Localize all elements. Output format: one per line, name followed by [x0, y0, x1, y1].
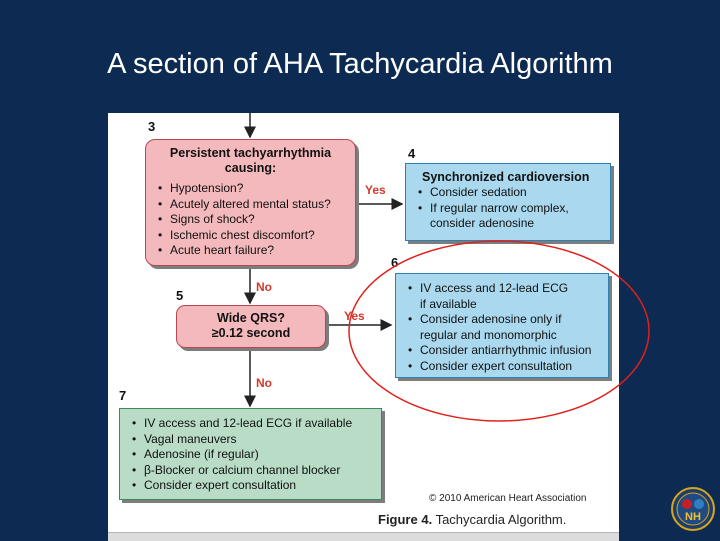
figure-caption: Figure 4. Tachycardia Algorithm.	[378, 512, 566, 527]
box4-item: consider adenosine	[430, 216, 535, 230]
box6-list: IV access and 12-lead ECG if available C…	[404, 281, 600, 374]
box5-line2: ≥0.12 second	[211, 326, 291, 340]
step-number-4: 4	[408, 146, 416, 161]
box3-title-line2: causing:	[224, 161, 277, 175]
box6-item: Consider adenosine only if	[408, 312, 600, 328]
box-vagal-maneuvers: IV access and 12-lead ECG if available V…	[119, 408, 382, 500]
box4-title: Synchronized cardioversion	[422, 170, 590, 184]
branch-label-yes: Yes	[344, 309, 365, 323]
slide-title: A section of AHA Tachycardia Algorithm	[107, 48, 613, 80]
box6-item-continuation: if available	[420, 296, 477, 311]
box7-item: IV access and 12-lead ECG if available	[132, 416, 373, 432]
copyright-notice: © 2010 American Heart Association	[429, 493, 587, 504]
flow-arrows	[244, 113, 404, 408]
box6-item: IV access and 12-lead ECG	[408, 281, 600, 297]
box3-item: Acute heart failure?	[158, 243, 347, 259]
branch-label-no: No	[256, 280, 272, 294]
box4-list: Consider sedation If regular narrow comp…	[414, 185, 602, 232]
box6-item: Consider expert consultation	[408, 359, 600, 375]
figure-caption-number: Figure 4.	[378, 512, 433, 527]
box6-item-continuation: regular and monomorphic	[420, 327, 557, 342]
box3-title-line1: Persistent tachyarrhythmia	[169, 146, 332, 160]
box4-item: If regular narrow complex,	[418, 201, 602, 217]
box-iv-access-adenosine: IV access and 12-lead ECG if available C…	[395, 273, 609, 378]
box7-item: β-Blocker or calcium channel blocker	[132, 463, 373, 479]
box7-list: IV access and 12-lead ECG if available V…	[128, 416, 373, 494]
toolbar-strip	[108, 532, 619, 541]
step-number-5: 5	[176, 288, 184, 303]
box5-line1: Wide QRS?	[217, 311, 285, 325]
step-number-6: 6	[391, 255, 399, 270]
box7-item: Adenosine (if regular)	[132, 447, 373, 463]
box-synchronized-cardioversion: Synchronized cardioversion Consider seda…	[405, 163, 611, 241]
box-persistent-tachyarrhythmia: Persistent tachyarrhythmia causing: Hypo…	[145, 139, 356, 266]
box3-item: Hypotension?	[158, 181, 347, 197]
box3-list: Hypotension? Acutely altered mental stat…	[154, 181, 347, 259]
box-wide-qrs: Wide QRS? ≥0.12 second	[176, 305, 326, 348]
box6-item: Consider antiarrhythmic infusion	[408, 343, 600, 359]
algorithm-figure: 3 4 5 6 7 Persistent tachyarrhythmia cau…	[108, 113, 619, 541]
box7-item: Consider expert consultation	[132, 478, 373, 494]
branch-label-yes: Yes	[365, 183, 386, 197]
box4-item: Consider sedation	[418, 185, 602, 201]
red-highlight-ellipse	[348, 240, 650, 422]
logo-text: NH	[685, 511, 701, 523]
branch-label-no: No	[256, 376, 272, 390]
box3-item: Ischemic chest discomfort?	[158, 228, 347, 244]
step-number-3: 3	[148, 119, 156, 134]
box3-item: Signs of shock?	[158, 212, 347, 228]
nursing-hub-logo: NH	[671, 487, 715, 531]
box3-item: Acutely altered mental status?	[158, 197, 347, 213]
step-number-7: 7	[119, 388, 127, 403]
figure-caption-text: Tachycardia Algorithm.	[435, 512, 567, 527]
box7-item: Vagal maneuvers	[132, 432, 373, 448]
